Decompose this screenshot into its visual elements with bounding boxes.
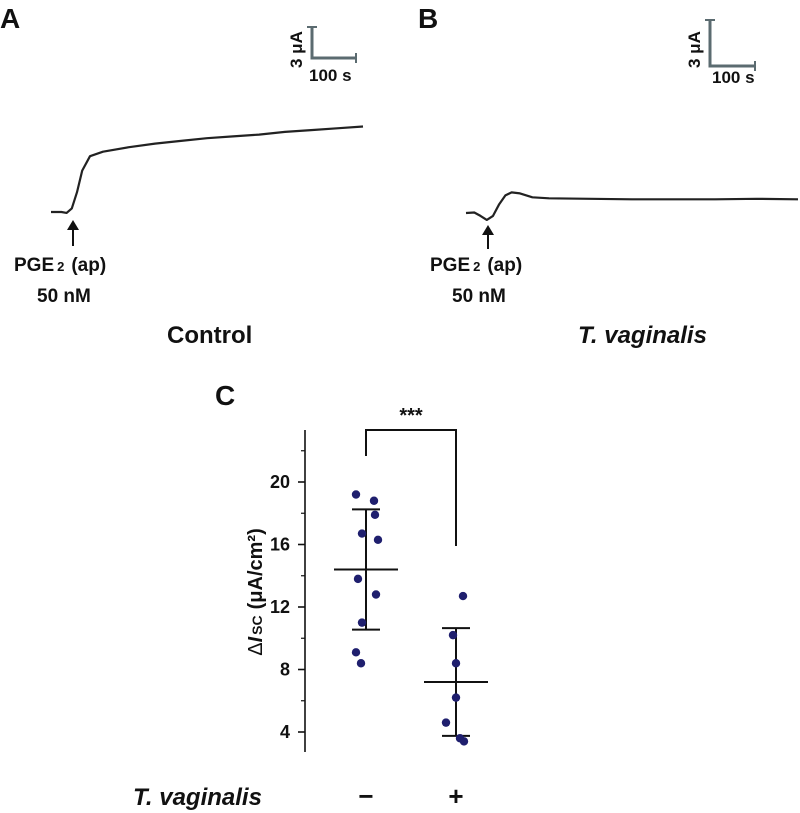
panel-c-y-tick-label: 4 xyxy=(280,722,290,742)
panel-c-y-tick-label: 20 xyxy=(270,472,290,492)
panel-b-scale-bar-lines xyxy=(708,20,755,68)
panel-c-significance-bracket xyxy=(365,429,457,546)
panel-c-y-tick-label: 16 xyxy=(270,535,290,555)
panel-c-data-point xyxy=(369,496,379,505)
panel-c-group-plus xyxy=(424,591,488,746)
panel-b-condition-label: T. vaginalis xyxy=(578,322,707,349)
panel-b-arrow xyxy=(482,225,494,249)
panel-c-data-point xyxy=(356,659,366,668)
panel-c-data-point xyxy=(353,574,363,584)
panel-a-dose-label: 50 nM xyxy=(37,286,91,307)
panel-c-data-point xyxy=(351,490,361,499)
panel-c-data-point xyxy=(357,529,367,538)
panel-a-trace xyxy=(51,125,364,214)
panel-a-scale-bar-lines xyxy=(310,27,356,60)
panel-c-y-axis-label: ΔISC(μA/cm²) xyxy=(245,528,267,656)
panel-a-scale-x-label: 100 s xyxy=(309,66,352,85)
panel-c-data-point xyxy=(373,535,383,545)
panel-c-data-point xyxy=(441,718,451,727)
panel-c-data-point xyxy=(370,510,380,520)
panel-c-y-ticks: 4 8 12 16 20 xyxy=(270,450,305,742)
panel-c-letter: C xyxy=(215,380,235,411)
panel-a-condition-label: Control xyxy=(167,322,252,349)
panel-c-data-point xyxy=(451,693,461,702)
panel-b-dose-label: 50 nM xyxy=(452,286,506,307)
panel-c-y-tick-label: 8 xyxy=(280,660,290,680)
panel-c-y-tick-label: 12 xyxy=(270,597,290,617)
panel-b-arrow-head xyxy=(482,225,494,235)
panel-c: C 4 8 12 16 20 ΔISC(μA/cm²) *** T. vaginalis… xyxy=(133,380,488,811)
panel-c-x-category-minus: − xyxy=(358,781,373,811)
panel-c-data-point xyxy=(458,591,468,601)
panel-b-scale-y-label: 3 μA xyxy=(685,31,704,68)
panel-c-data-point xyxy=(459,737,469,746)
panel-b-scale-x-label: 100 s xyxy=(712,68,755,87)
panel-c-data-point xyxy=(351,648,361,657)
panel-c-data-point xyxy=(448,630,458,640)
panel-a-arrow-head xyxy=(67,220,79,230)
panel-c-groups xyxy=(334,490,488,746)
panel-c-x-row-label: T. vaginalis xyxy=(133,784,262,811)
panel-c-group-minus xyxy=(334,490,398,668)
panel-a-scale-bar: 3 μA 100 s xyxy=(287,26,357,85)
panel-b-scale-bar: 3 μA 100 s xyxy=(685,19,756,87)
panel-a-letter: A xyxy=(0,3,20,34)
panel-c-data-point xyxy=(371,590,381,599)
panel-c-x-category-plus: + xyxy=(448,781,463,811)
panel-c-data-point xyxy=(357,618,367,627)
panel-c-data-point xyxy=(451,659,461,668)
panel-a-arrow xyxy=(67,220,79,246)
panel-a-scale-y-label: 3 μA xyxy=(287,31,306,68)
panel-b-letter: B xyxy=(418,3,438,34)
panel-c-significance-label: *** xyxy=(399,405,423,427)
panel-b-trace xyxy=(465,191,799,221)
